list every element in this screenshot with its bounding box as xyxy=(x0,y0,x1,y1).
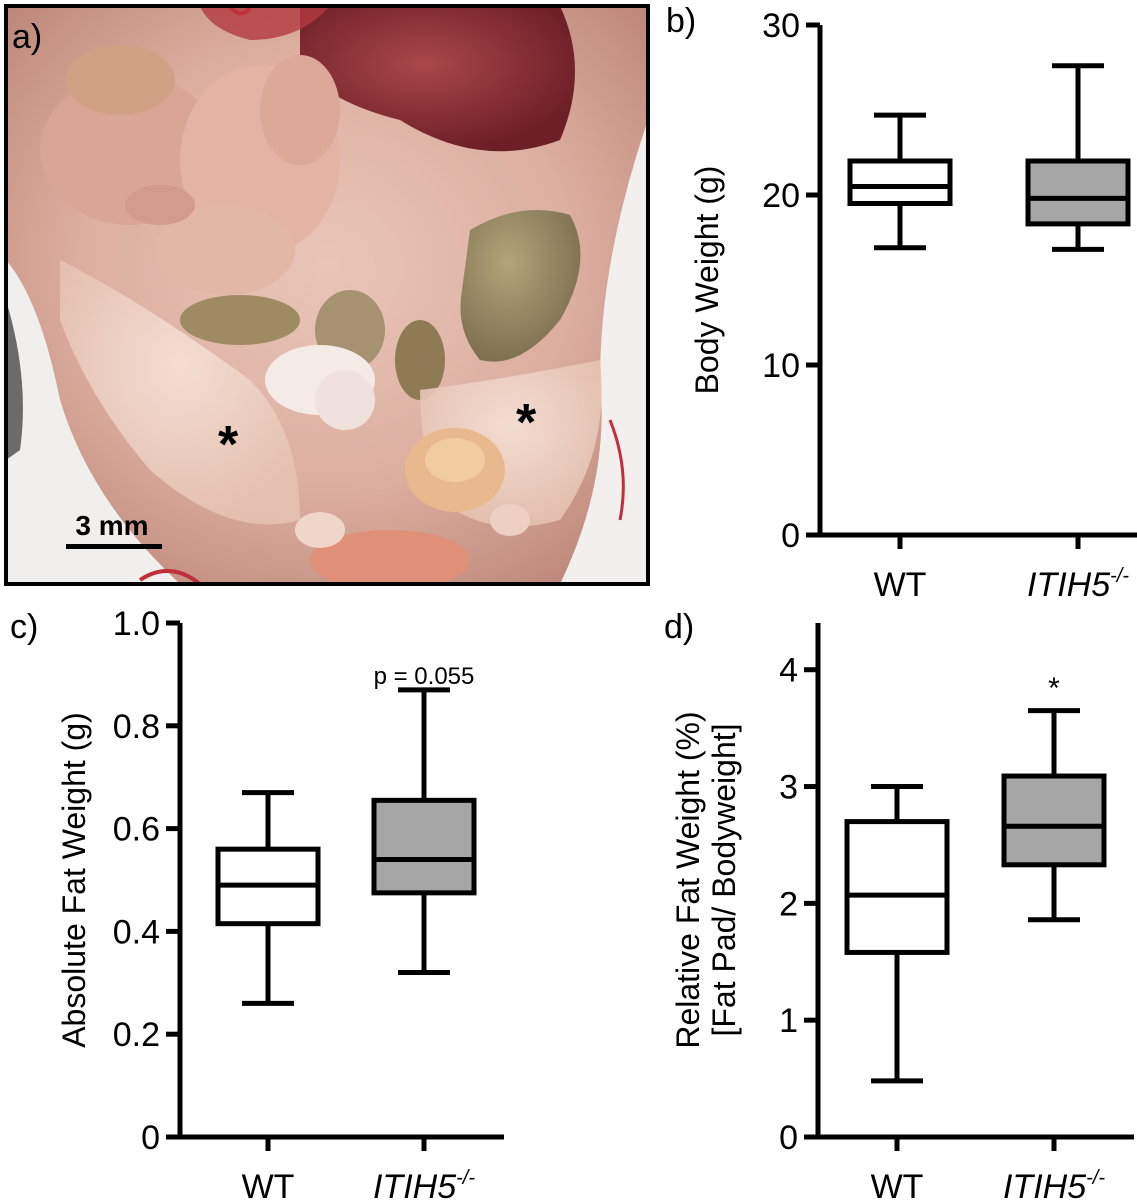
dissection-photo xyxy=(6,6,648,584)
panel-c-y-axis-title: Absolute Fat Weight (g) xyxy=(56,712,92,1048)
panel-a-label: a) xyxy=(12,18,42,56)
panel-d-category-label-wt: WT xyxy=(871,1168,924,1200)
panel-c-category-label-itih5: ITIH5-/- xyxy=(373,1167,475,1200)
panel-d-y-tick-label: 1 xyxy=(779,1002,798,1040)
panel-c-y-tick-label: 0.4 xyxy=(113,913,160,951)
panel-c-y-tick-label: 0.2 xyxy=(113,1016,160,1054)
panel-d-wt-box xyxy=(844,819,950,955)
fat-pad-marker-left: * xyxy=(218,416,239,474)
panel-c-itih5-box xyxy=(371,797,477,896)
scale-bar-label: 3 mm xyxy=(75,510,148,541)
panel-d-significance-annotation: * xyxy=(1048,672,1060,705)
panel-b-category-label-itih5: ITIH5-/- xyxy=(1027,565,1129,604)
scale-bar xyxy=(66,544,162,549)
panel-d-y-axis-title: [Fat Pad/ Bodyweight] xyxy=(706,723,742,1036)
chart-absolute-fat-weight: 0 0.2 0.4 0.6 0.8 1.0WT ITIH5-/- p = 0.055Absol… xyxy=(56,605,504,1200)
panel-c-y-tick-label: 0.8 xyxy=(113,708,160,746)
panel-b-y-tick-label: 30 xyxy=(762,7,800,45)
category-name: WT xyxy=(871,1168,924,1200)
panel-b-y-tick-label: 20 xyxy=(762,177,800,215)
fat-pad-marker-right: * xyxy=(516,394,537,452)
panel-a-photo: a) * * 3 mm xyxy=(4,4,650,586)
category-superscript: -/- xyxy=(456,1167,475,1189)
panel-c-y-tick-label: 1.0 xyxy=(113,605,160,643)
category-superscript: -/- xyxy=(1086,1167,1105,1189)
panel-b-label: b) xyxy=(666,2,696,40)
chart-relative-fat-weight: 0 1 2 3 4WT ITIH5-/- * Relative Fat Weight (%)[… xyxy=(670,623,1134,1200)
category-name: ITIH5 xyxy=(373,1168,456,1200)
category-name: ITIH5 xyxy=(1027,566,1110,604)
panel-d-y-tick-label: 4 xyxy=(779,652,798,690)
panel-c-label: c) xyxy=(10,608,38,646)
panel-d-label: d) xyxy=(664,608,694,646)
category-name: ITIH5 xyxy=(1003,1168,1086,1200)
panel-b-itih5-box xyxy=(1025,158,1131,227)
panel-c-category-label-wt: WT xyxy=(242,1168,295,1200)
panel-d-y-tick-label: 2 xyxy=(779,885,798,923)
panel-d-y-tick-label: 3 xyxy=(779,769,798,807)
photo-frame xyxy=(4,4,650,586)
panel-b-category-label-wt: WT xyxy=(874,566,927,604)
panel-c-y-tick-label: 0.6 xyxy=(113,811,160,849)
category-name: WT xyxy=(242,1168,295,1200)
panel-b-y-tick-label: 0 xyxy=(781,517,800,555)
panel-b-y-axis-title: Body Weight (g) xyxy=(689,166,725,395)
panel-c-y-tick-label: 0 xyxy=(141,1119,160,1157)
category-name: WT xyxy=(874,566,927,604)
panel-b-y-tick-label: 10 xyxy=(762,347,800,385)
panel-b-wt-box xyxy=(847,158,953,206)
panel-d-y-tick-label: 0 xyxy=(779,1119,798,1157)
panel-c-significance-annotation: p = 0.055 xyxy=(374,663,475,690)
panel-d-itih5-box xyxy=(1001,773,1107,868)
panel-d-category-label-itih5: ITIH5-/- xyxy=(1003,1167,1105,1200)
panel-d-y-axis-title: Relative Fat Weight (%) xyxy=(670,711,706,1048)
category-superscript: -/- xyxy=(1110,565,1129,587)
